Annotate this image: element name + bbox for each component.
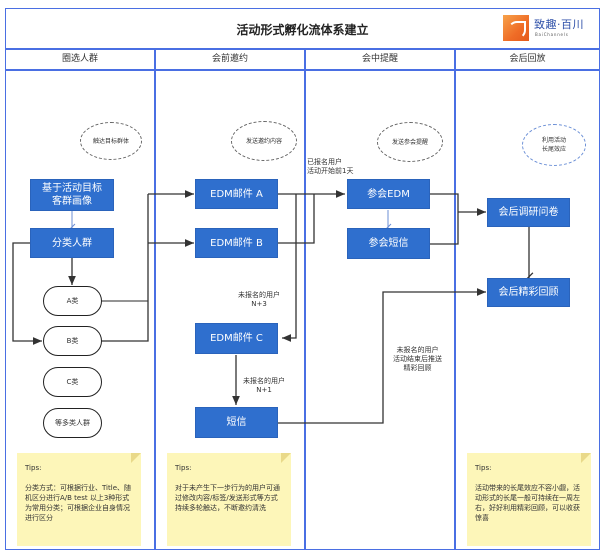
lane-divider xyxy=(154,49,156,550)
box-audience-profile[interactable]: 基于活动目标 客群画像 xyxy=(30,179,114,211)
pill-more-categories[interactable]: 等多类人群 xyxy=(43,408,102,438)
logo-name: 致趣·百川 xyxy=(534,18,584,31)
box-sms[interactable]: 短信 xyxy=(195,407,278,438)
wire-lane3-merge xyxy=(430,193,459,245)
note-body: 活动带来的长尾效应不容小觑，活动形式的长尾一般可持续在一周左右，好好利用精彩回顾… xyxy=(475,484,580,522)
logo: 致趣·百川 BaiChannels xyxy=(503,15,585,43)
thought-bubble-send-invite: 发送邀约内容 xyxy=(231,121,297,161)
box-attend-edm[interactable]: 参会EDM xyxy=(347,179,430,209)
note-title: Tips: xyxy=(475,464,492,472)
box-post-survey[interactable]: 会后调研问卷 xyxy=(487,198,570,227)
arrow-sms-to-replay xyxy=(278,288,486,424)
label-unregistered-replay: 未报名的用户 活动结束后推送 精彩回顾 xyxy=(393,346,442,372)
box-classify-audience[interactable]: 分类人群 xyxy=(30,228,114,258)
label-unregistered-n1: 未报名的用户 N+1 xyxy=(243,377,285,394)
tips-note-post-event: Tips: 活动带来的长尾效应不容小觑，活动形式的长尾一般可持续在一周左右，好好… xyxy=(467,453,591,546)
note-fold-icon xyxy=(581,453,591,463)
note-body: 分类方式：可根据行业、Title、随机区分进行A/B test 以上3种形式为常… xyxy=(25,484,132,522)
note-body: 对于未产生下一步行为的用户可通过修改内容/标签/发送形式等方式持续多轮触达，不断… xyxy=(175,484,280,512)
pill-category-b[interactable]: B类 xyxy=(43,326,102,356)
pill-category-a[interactable]: A类 xyxy=(43,286,102,316)
box-post-replay[interactable]: 会后精彩回顾 xyxy=(487,278,570,307)
tips-note-invite: Tips: 对于未产生下一步行为的用户可通过修改内容/标签/发送形式等方式持续多… xyxy=(167,453,291,546)
tips-note-audience: Tips: 分类方式：可根据行业、Title、随机区分进行A/B test 以上… xyxy=(17,453,141,546)
arrow-to-edm-c xyxy=(282,194,297,342)
label-registered-one-day-before: 已报名用户 活动开始前1天 xyxy=(307,158,354,175)
box-attend-sms[interactable]: 参会短信 xyxy=(347,228,430,259)
thought-bubble-long-tail: 利用活动 长尾效应 xyxy=(522,124,586,166)
note-fold-icon xyxy=(281,453,291,463)
note-fold-icon xyxy=(131,453,141,463)
note-title: Tips: xyxy=(25,464,42,472)
lane-divider xyxy=(454,49,456,550)
note-title: Tips: xyxy=(175,464,192,472)
thought-bubble-reach-audience: 触达目标群体 xyxy=(80,122,142,160)
wire-edm-b-out xyxy=(278,194,315,244)
baichannels-logo-icon xyxy=(503,15,529,41)
box-edm-b[interactable]: EDM邮件 B xyxy=(195,228,278,258)
label-unregistered-n3: 未报名的用户 N+3 xyxy=(238,291,280,308)
arrow-classify-to-b xyxy=(12,242,42,345)
wire-b-out xyxy=(101,194,149,342)
diagram-title: 活动形式孵化流体系建立 xyxy=(236,23,369,37)
pill-category-c[interactable]: C类 xyxy=(43,367,102,397)
title-bar: 活动形式孵化流体系建立 致趣·百川 BaiChannels xyxy=(5,8,600,49)
box-edm-c[interactable]: EDM邮件 C xyxy=(195,323,278,354)
lane-divider xyxy=(304,49,306,550)
thought-bubble-send-reminder: 发送参会提醒 xyxy=(377,122,443,162)
logo-subtitle: BaiChannels xyxy=(535,32,569,37)
box-edm-a[interactable]: EDM邮件 A xyxy=(195,179,278,209)
